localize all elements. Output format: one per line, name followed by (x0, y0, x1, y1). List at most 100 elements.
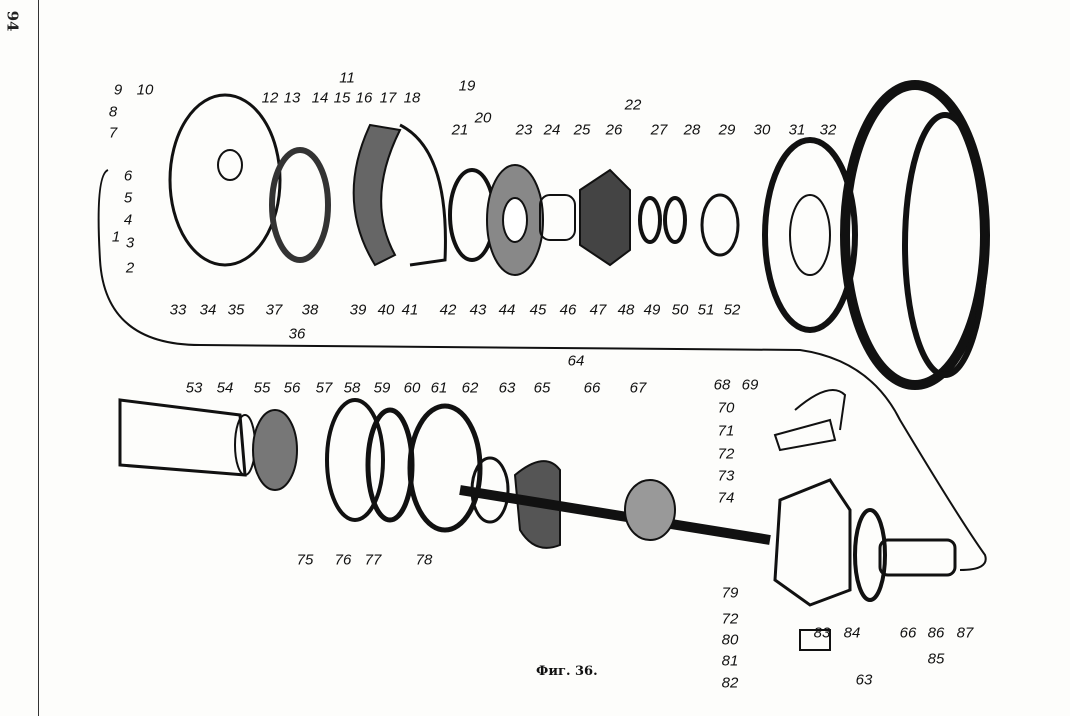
part-label: 72 (721, 610, 739, 628)
part-label: 32 (819, 121, 837, 139)
part-label: 28 (683, 121, 701, 139)
part-label: 81 (721, 652, 739, 670)
part-label: 38 (301, 301, 319, 319)
axle-housing (118, 398, 247, 477)
steering-knuckle (773, 478, 852, 607)
part-label: 6 (123, 167, 133, 185)
part-label: 5 (123, 189, 133, 207)
part-label: 51 (697, 301, 715, 319)
part-label: 50 (671, 301, 689, 319)
part-label: 79 (721, 584, 739, 602)
part-label: 19 (458, 77, 476, 95)
part-label: 66 (899, 624, 917, 642)
part-label: 13 (283, 89, 301, 107)
part-label: 34 (199, 301, 217, 319)
hub (579, 168, 631, 267)
part-label: 33 (169, 301, 187, 319)
part-label: 53 (185, 379, 203, 397)
part-label: 70 (717, 399, 735, 417)
page-edge-line (38, 0, 39, 716)
part-label: 16 (355, 89, 373, 107)
brake-shoe (352, 123, 402, 267)
part-label: 56 (283, 379, 301, 397)
part-label: 4 (123, 211, 133, 229)
part-label: 85 (927, 650, 945, 668)
wheel-disc (762, 137, 858, 333)
part-label: 24 (543, 121, 561, 139)
brake-drum (399, 123, 447, 267)
figure-caption: Фиг. 36. (536, 664, 598, 679)
part-label: 82 (721, 674, 739, 692)
part-label: 44 (498, 301, 516, 319)
part-label: 48 (617, 301, 635, 319)
part-label: 12 (261, 89, 279, 107)
part-label: 15 (333, 89, 351, 107)
part-label: 42 (439, 301, 457, 319)
part-label: 54 (216, 379, 234, 397)
part-label: 77 (364, 551, 382, 569)
part-label: 31 (788, 121, 806, 139)
part-label: 72 (717, 445, 735, 463)
part-label: 25 (573, 121, 591, 139)
part-label: 1 (111, 228, 121, 246)
part-label: 3 (125, 234, 135, 252)
part-label: 41 (401, 301, 419, 319)
part-label: 65 (533, 379, 551, 397)
part-label: 30 (753, 121, 771, 139)
part-label: 73 (717, 467, 735, 485)
brake-line (97, 169, 987, 571)
part-label: 66 (583, 379, 601, 397)
part-label: 20 (474, 109, 492, 127)
part-label: 46 (559, 301, 577, 319)
part-label: 59 (373, 379, 391, 397)
part-label: 8 (108, 103, 118, 121)
part-label: 36 (288, 325, 306, 343)
part-label: 49 (643, 301, 661, 319)
part-label: 83 (813, 624, 831, 642)
part-label: 27 (650, 121, 668, 139)
part-label: 55 (253, 379, 271, 397)
part-label: 9 (113, 81, 123, 99)
part-label: 68 (713, 376, 731, 394)
part-label: 39 (349, 301, 367, 319)
seal-ring (269, 147, 331, 263)
part-label: 7 (108, 124, 118, 142)
part-label: 26 (605, 121, 623, 139)
part-label: 14 (311, 89, 329, 107)
part-label: 40 (377, 301, 395, 319)
part-label: 43 (469, 301, 487, 319)
part-label: 57 (315, 379, 333, 397)
part-label: 62 (461, 379, 479, 397)
part-label: 75 (296, 551, 314, 569)
part-label: 58 (343, 379, 361, 397)
part-label: 76 (334, 551, 352, 569)
part-label: 87 (956, 624, 974, 642)
part-label: 52 (723, 301, 741, 319)
part-label: 84 (843, 624, 861, 642)
part-label: 63 (855, 671, 873, 689)
part-label: 80 (721, 631, 739, 649)
part-label: 45 (529, 301, 547, 319)
part-label: 74 (717, 489, 735, 507)
part-label: 18 (403, 89, 421, 107)
part-label: 37 (265, 301, 283, 319)
part-label: 71 (717, 422, 735, 440)
part-label: 64 (567, 352, 585, 370)
part-label: 11 (339, 69, 355, 87)
part-label: 17 (379, 89, 397, 107)
part-label: 2 (125, 259, 135, 277)
part-label: 10 (136, 81, 154, 99)
part-label: 29 (718, 121, 736, 139)
part-label: 61 (430, 379, 448, 397)
part-label: 86 (927, 624, 945, 642)
part-label: 78 (415, 551, 433, 569)
brake-backing-plate (168, 93, 282, 267)
part-label: 21 (451, 121, 469, 139)
part-label: 67 (629, 379, 647, 397)
part-label: 60 (403, 379, 421, 397)
part-label: 23 (515, 121, 533, 139)
part-label: 35 (227, 301, 245, 319)
part-label: 22 (624, 96, 642, 114)
